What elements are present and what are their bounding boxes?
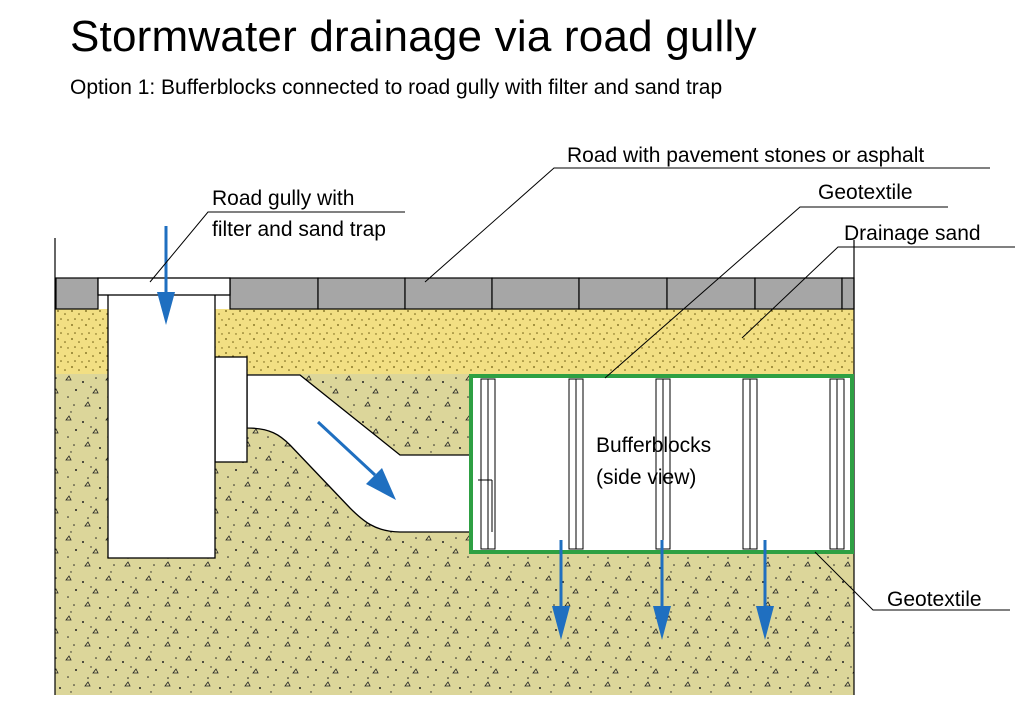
infiltration-arrow	[756, 540, 774, 640]
leader-lines	[149, 167, 1015, 611]
drainage-sand-label: Drainage sand	[844, 222, 981, 245]
road-gully-label: Road gully with	[212, 187, 354, 210]
geotextile-top-label: Geotextile	[818, 181, 913, 204]
flow-arrows	[157, 226, 774, 640]
pipe-flow-arrow	[316, 420, 396, 500]
diagram-title: Stormwater drainage via road gully	[70, 12, 757, 61]
inflow-arrow	[157, 226, 175, 325]
road-gully-label-line2: filter and sand trap	[212, 218, 386, 241]
connecting-pipe	[246, 374, 479, 533]
infiltration-arrow	[653, 540, 671, 640]
infiltration-arrow	[552, 540, 570, 640]
bufferblocks-label: Bufferblocks	[596, 434, 711, 457]
gully-outlet-collar	[214, 356, 248, 463]
road-gully-body	[107, 293, 216, 559]
bufferblocks-label-line2: (side view)	[596, 466, 696, 489]
geotextile-bottom-label: Geotextile	[887, 588, 982, 611]
diagram-subtitle: Option 1: Bufferblocks connected to road…	[70, 76, 723, 99]
road-label: Road with pavement stones or asphalt	[567, 144, 924, 167]
bufferblocks	[469, 374, 854, 554]
pavement-stones	[55, 277, 855, 310]
